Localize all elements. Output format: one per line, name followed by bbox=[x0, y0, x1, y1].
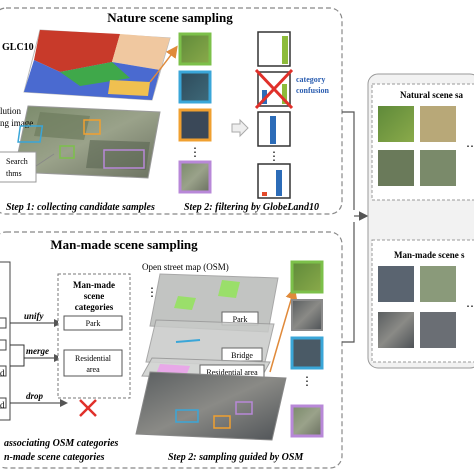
categories-title-2: scene bbox=[84, 291, 105, 301]
manmade-step1-2: n-made scene categories bbox=[4, 452, 105, 463]
search-label-1: Search bbox=[6, 157, 28, 166]
category-label-2: confusion bbox=[296, 86, 329, 95]
nature-panel bbox=[0, 7, 343, 215]
category-park: Park bbox=[86, 319, 101, 328]
manmade-step2: Step 2: sampling guided by OSM bbox=[168, 452, 304, 463]
glc10-label: GLC10 bbox=[2, 42, 34, 53]
manmade-title: Man-made scene sampling bbox=[50, 237, 198, 252]
histogram-4 bbox=[257, 163, 291, 199]
categories-title-3: categories bbox=[75, 302, 114, 312]
layer-park: Park bbox=[233, 315, 248, 324]
category-park-box bbox=[63, 315, 123, 331]
natural-img-4 bbox=[420, 150, 456, 186]
natural-dots: ⋯ bbox=[466, 139, 474, 153]
manmade-thumb-4 bbox=[290, 404, 324, 438]
hires-label-2: ng image bbox=[0, 118, 33, 128]
osm-category-bracket bbox=[0, 261, 11, 421]
osm-dots: ⋮ bbox=[146, 285, 158, 299]
histogram-1 bbox=[257, 31, 291, 67]
layer-residential: Residential area bbox=[206, 368, 258, 377]
left-label-2: d bbox=[0, 400, 5, 410]
natural-img-2 bbox=[420, 106, 456, 142]
osm-title: Open street map (OSM) bbox=[142, 262, 229, 272]
manmade-thumb-dots: ⋮ bbox=[301, 374, 313, 388]
manmade-step1-1: associating OSM categories bbox=[4, 438, 119, 449]
op-unify: unify bbox=[24, 311, 45, 321]
hires-label-1: lution bbox=[0, 106, 22, 116]
natural-img-3 bbox=[378, 150, 414, 186]
category-residential-1: Residential bbox=[75, 354, 112, 363]
nature-step1: Step 1: collecting candidate samples bbox=[6, 202, 155, 213]
manmade-panel bbox=[0, 231, 343, 469]
layer-bridge: Bridge bbox=[231, 351, 253, 360]
categories-title-1: Man-made bbox=[73, 280, 115, 290]
glc10-map bbox=[23, 29, 171, 101]
histogram-3 bbox=[257, 111, 291, 147]
left-label-1: d bbox=[0, 368, 5, 378]
manmade-right-title: Man-made scene s bbox=[394, 250, 465, 260]
nature-title: Nature scene sampling bbox=[107, 10, 233, 25]
candidate-box-purple bbox=[103, 149, 145, 169]
candidate-thumb-2 bbox=[178, 70, 212, 104]
manmade-dots: ⋯ bbox=[466, 299, 474, 313]
search-algorithms-box bbox=[0, 151, 37, 183]
merge-join bbox=[10, 344, 25, 367]
op-merge: merge bbox=[26, 346, 49, 356]
candidate-box-green bbox=[59, 145, 75, 159]
hires-image bbox=[13, 105, 161, 179]
candidate-box-orange bbox=[83, 119, 101, 135]
manmade-thumb-3 bbox=[290, 336, 324, 370]
nature-connector bbox=[342, 111, 355, 210]
candidate-thumb-3 bbox=[178, 108, 212, 142]
candidate-dots: ⋮ bbox=[189, 145, 201, 159]
osm-to-samples-arrow bbox=[269, 287, 298, 373]
manmade-img-4 bbox=[420, 312, 456, 348]
natural-title: Natural scene sa bbox=[400, 90, 463, 100]
histogram-2 bbox=[254, 68, 294, 110]
drop-x-icon bbox=[79, 399, 97, 417]
natural-img-1 bbox=[378, 106, 414, 142]
manmade-connector bbox=[342, 222, 355, 343]
search-label-2: thms bbox=[6, 169, 22, 178]
candidate-box-blue bbox=[17, 125, 44, 143]
map-to-candidates-arrow bbox=[149, 45, 178, 83]
candidate-thumb-1 bbox=[178, 32, 212, 66]
manmade-img-1 bbox=[378, 266, 414, 302]
category-label-1: category bbox=[296, 75, 325, 84]
category-residential-2: area bbox=[86, 365, 100, 374]
manmade-img-2 bbox=[420, 266, 456, 302]
op-drop: drop bbox=[26, 391, 44, 401]
osm-base-image bbox=[135, 371, 287, 441]
category-residential-box bbox=[63, 349, 123, 377]
histogram-dots: ⋮ bbox=[268, 149, 280, 163]
nature-step2: Step 2: filtering by GlobeLand10 bbox=[184, 202, 319, 213]
filter-arrow bbox=[231, 118, 249, 138]
manmade-thumb-2 bbox=[291, 299, 323, 331]
manmade-img-3 bbox=[378, 312, 414, 348]
search-connector bbox=[35, 153, 55, 167]
manmade-thumb-1 bbox=[290, 260, 324, 294]
categories-box bbox=[57, 273, 131, 399]
candidate-thumb-4 bbox=[178, 160, 212, 194]
